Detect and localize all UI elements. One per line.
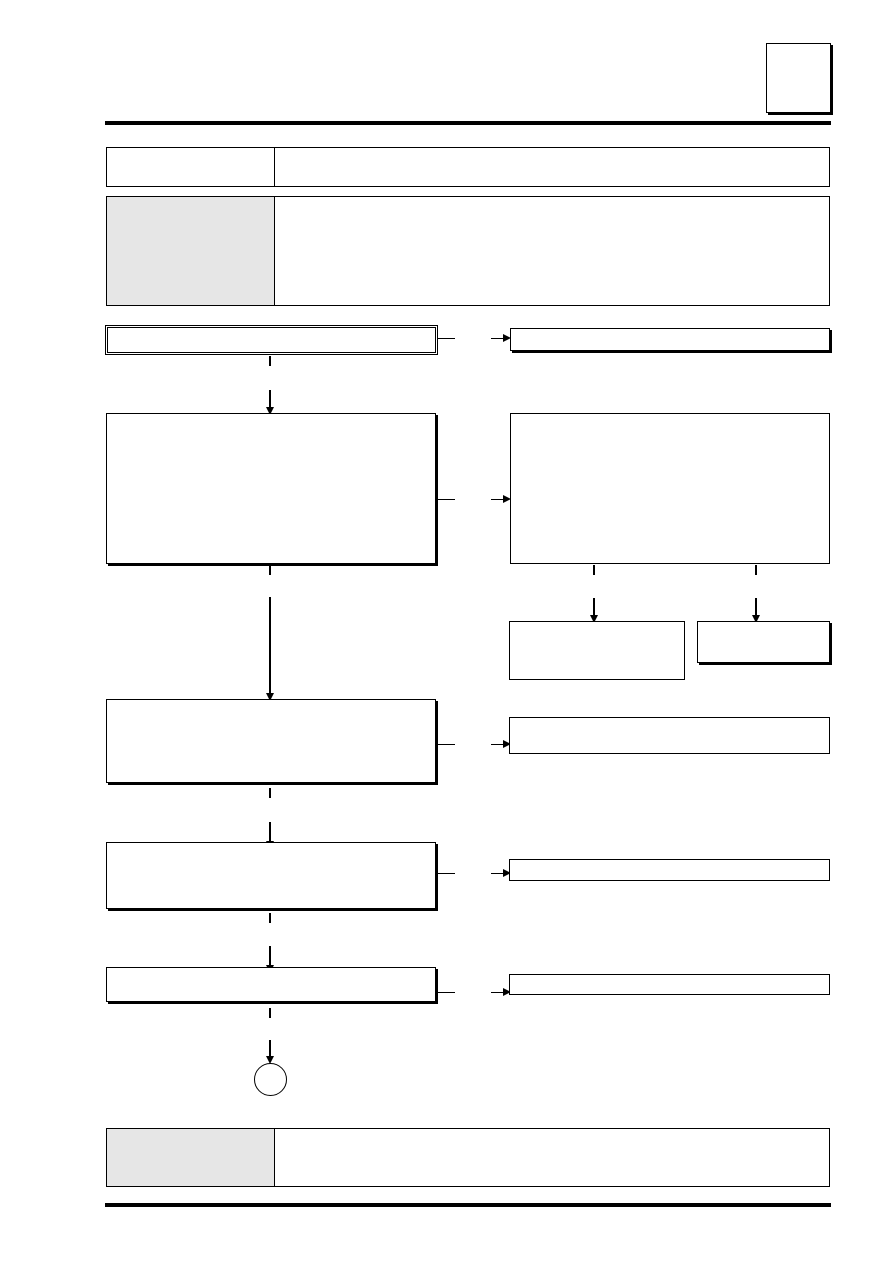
sub-1-arrow [590, 615, 598, 623]
step-3-no-line-a [437, 744, 455, 745]
flow-step-3 [106, 699, 436, 783]
step-3-yes-line-a [269, 788, 271, 798]
step-2-no-label [458, 492, 488, 506]
top-rule [105, 121, 831, 125]
step-5-no-arrow [503, 988, 511, 996]
step-4-no-line-b [491, 873, 503, 874]
section-tab [766, 43, 831, 113]
sub-2-line-a [755, 565, 757, 575]
step-4-yes-line-a [269, 913, 271, 923]
step-1-no-arrow [503, 334, 511, 342]
flow-step-2 [106, 413, 436, 564]
flow-connector-circle [254, 1063, 287, 1096]
flow-result-1 [510, 328, 830, 351]
step-4-yes-label [258, 927, 282, 941]
step-3-yes-label [258, 803, 282, 817]
footer-value-cell [274, 1128, 830, 1187]
step-3-no-arrow [503, 740, 511, 748]
step-5-yes-arrow [266, 1056, 274, 1064]
step-2-no-line-a [437, 499, 455, 500]
footer-label-cell [106, 1128, 275, 1187]
step-2-yes-arrow [266, 693, 274, 701]
step-1-no-label [458, 331, 488, 345]
step-5-no-label [458, 985, 488, 999]
flow-result-4 [509, 859, 830, 881]
step-3-no-line-b [491, 744, 503, 745]
step-2-yes-label [258, 579, 282, 593]
step-1-yes-line-a [269, 356, 271, 366]
step-2-no-line-b [491, 499, 503, 500]
flow-step-1 [105, 325, 438, 355]
step-2-yes-line-a [269, 565, 271, 575]
sub-2-label [742, 579, 772, 593]
step-5-no-line-b [491, 992, 503, 993]
info-label-cell [106, 196, 275, 306]
step-1-yes-line-b [269, 390, 271, 408]
step-1-no-line-b [491, 338, 503, 339]
header-label-cell [106, 147, 275, 187]
step-1-yes-arrow [266, 407, 274, 415]
step-5-yes-line-a [269, 1008, 271, 1018]
step-4-no-arrow [503, 869, 511, 877]
sub-1-line-a [593, 565, 595, 575]
bottom-rule [105, 1203, 831, 1207]
flow-result-5 [509, 974, 830, 995]
step-4-yes-line-b [269, 946, 271, 966]
sub-2-line-b [755, 598, 757, 616]
flow-result-2 [510, 413, 830, 564]
step-3-yes-line-b [269, 822, 271, 842]
step-2-yes-line-b [269, 597, 271, 694]
flow-sub-result-2 [697, 621, 830, 663]
sub-1-label [580, 579, 610, 593]
step-1-yes-label [258, 371, 282, 385]
step-5-no-line-a [437, 992, 455, 993]
step-2-no-arrow [503, 495, 511, 503]
flow-step-5 [106, 967, 436, 1002]
step-5-yes-line-b [269, 1040, 271, 1057]
step-4-no-label [458, 866, 488, 880]
step-4-no-line-a [437, 873, 455, 874]
flow-result-3 [509, 717, 830, 754]
step-5-yes-label [258, 1022, 282, 1036]
step-1-no-line-a [437, 338, 455, 339]
sub-1-line-b [593, 598, 595, 616]
header-value-cell [274, 147, 830, 187]
sub-2-arrow [752, 615, 760, 623]
flow-sub-result-1 [509, 621, 685, 680]
step-3-no-label [458, 737, 488, 751]
flow-step-4 [106, 842, 436, 909]
info-value-cell [274, 196, 830, 306]
